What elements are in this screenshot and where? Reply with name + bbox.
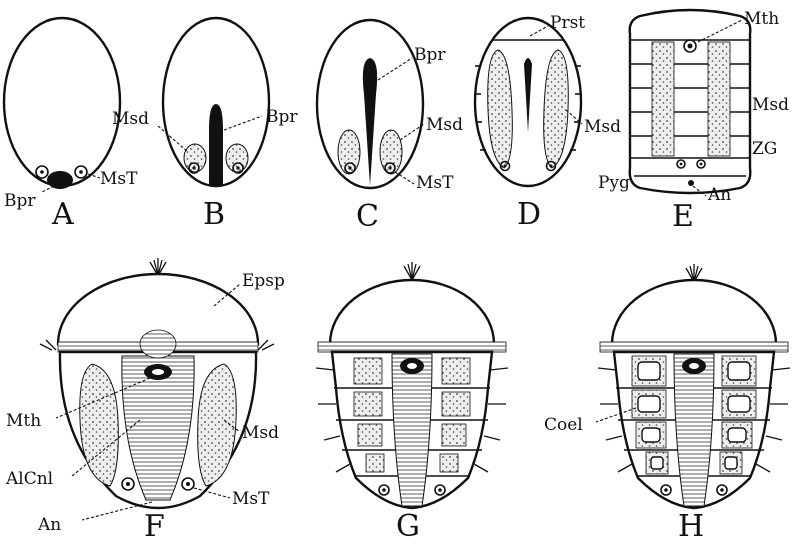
panel-label-f: F — [144, 509, 165, 544]
label-mth-f: Mth — [6, 411, 41, 431]
panel-g: G — [316, 262, 508, 544]
panel-label-c: C — [356, 199, 379, 234]
label-pyg: Pyg — [598, 173, 630, 193]
label-alcnl: AlCnl — [5, 469, 53, 489]
panel-b: Msd Bpr B — [112, 18, 298, 232]
panel-label-g: G — [396, 509, 420, 544]
label-an-e: An — [707, 185, 731, 205]
panel-label-b: B — [203, 197, 225, 232]
label-bpr-c: Bpr — [414, 45, 446, 65]
label-coel: Coel — [544, 415, 583, 435]
label-msd-c: Msd — [426, 115, 463, 135]
blastopore-b — [209, 104, 223, 186]
label-bpr-a: Bpr — [4, 191, 36, 211]
label-mst-a: MsT — [100, 169, 138, 189]
panel-label-e: E — [672, 199, 694, 234]
label-msd-f: Msd — [242, 423, 279, 443]
panel-label-h: H — [678, 509, 704, 544]
panel-e: Mth Msd ZG Pyg An E — [598, 9, 789, 234]
panel-c: Bpr Msd MsT C — [317, 20, 463, 234]
label-msd-e: Msd — [752, 95, 789, 115]
label-mst-c: MsT — [416, 173, 454, 193]
panel-label-d: D — [517, 197, 541, 232]
label-msd-d: Msd — [584, 117, 621, 137]
label-msd-b: Msd — [112, 109, 149, 129]
label-prst: Prst — [550, 13, 585, 33]
label-mth-e: Mth — [744, 9, 779, 29]
label-zg: ZG — [752, 139, 777, 159]
blastopore-a — [47, 171, 73, 189]
panel-f: Epsp Mth AlCnl Msd MsT An F — [5, 258, 285, 544]
label-mst-f: MsT — [232, 489, 270, 509]
label-bpr-b: Bpr — [266, 107, 298, 127]
panel-h: Coel H — [544, 264, 790, 544]
panel-d: Prst Msd D — [475, 13, 621, 232]
panel-label-a: A — [51, 197, 74, 232]
label-an-f: An — [37, 515, 61, 535]
label-epsp: Epsp — [242, 271, 285, 291]
